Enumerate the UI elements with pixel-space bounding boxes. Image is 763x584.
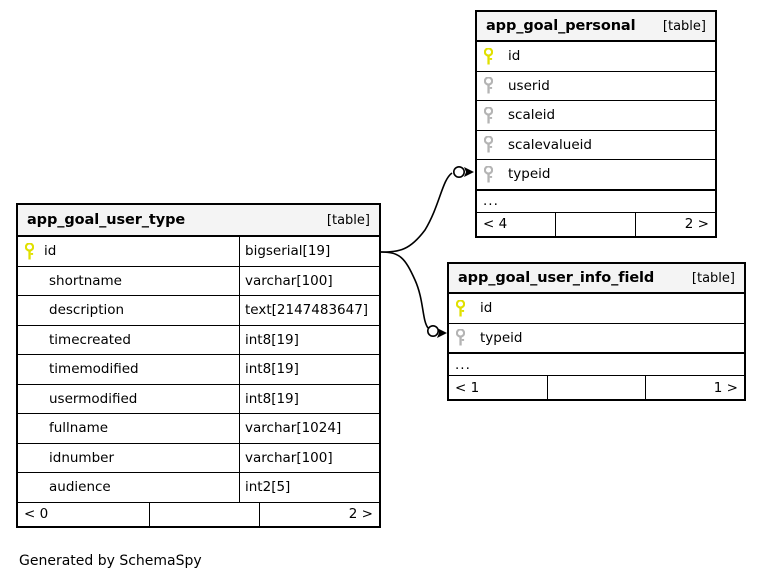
column-name: audience (49, 479, 111, 496)
table-title: app_goal_user_info_field (458, 270, 655, 286)
table-header: app_goal_user_type [table] (18, 205, 379, 237)
table-row[interactable]: scaleid (477, 101, 715, 131)
generated-by-label: Generated by SchemaSpy (19, 553, 202, 569)
column-type: int2[5] (245, 479, 291, 496)
incoming-relations-count: < 4 (477, 212, 557, 236)
table-footer: < 1 1 > (449, 376, 744, 399)
table-row[interactable]: id (449, 294, 744, 324)
footer-middle-cell (548, 376, 646, 399)
table-kind-label: [table] (691, 270, 735, 286)
column-type: int8[19] (245, 331, 299, 348)
foreign-key-icon (484, 106, 503, 124)
table-header: app_goal_personal [table] (477, 12, 715, 42)
column-type: varchar[100] (245, 449, 333, 466)
foreign-key-icon (484, 77, 503, 94)
footer-middle-cell (556, 212, 636, 236)
relationship-line-app_goal_user_info_field (380, 251, 447, 338)
column-name: id (480, 300, 493, 317)
table-row[interactable]: usermodified int8[19] (18, 384, 379, 414)
column-name: fullname (49, 420, 109, 437)
column-name: timecreated (49, 331, 131, 348)
table-row[interactable]: timecreated int8[19] (18, 325, 379, 355)
crowsfoot-circle (426, 324, 439, 337)
incoming-relations-count: < 1 (449, 376, 548, 399)
table-title: app_goal_personal (486, 18, 636, 34)
arrowhead (464, 167, 474, 177)
primary-key-icon (25, 242, 44, 260)
table-kind-label: [table] (662, 18, 706, 34)
column-name: id (44, 243, 57, 260)
incoming-relations-count: < 0 (18, 502, 150, 526)
column-name: shortname (49, 272, 122, 289)
table-row[interactable]: audience int2[5] (18, 473, 379, 503)
table-row[interactable]: fullname varchar[1024] (18, 414, 379, 444)
column-name-cell: description (18, 296, 240, 325)
column-name-cell: id (18, 237, 240, 266)
table-footer: < 0 2 > (18, 502, 379, 526)
table-row[interactable]: idnumber varchar[100] (18, 443, 379, 473)
outgoing-relations-count: 2 > (684, 216, 709, 232)
column-type: int8[19] (245, 361, 299, 378)
table-title: app_goal_user_type (27, 212, 186, 228)
primary-key-icon (484, 47, 503, 65)
table-row[interactable]: id bigserial[19] (18, 237, 379, 267)
table-app_goal_personal[interactable]: app_goal_personal [table] id (475, 10, 717, 238)
column-name-cell: fullname (18, 414, 240, 443)
more-columns-indicator: ... (449, 353, 744, 376)
column-name-cell: scalevalueid (477, 131, 715, 160)
footer-middle-cell (150, 502, 260, 526)
column-name: usermodified (49, 390, 138, 407)
column-type: int8[19] (245, 390, 299, 407)
table-row[interactable]: userid (477, 72, 715, 101)
table-app_goal_user_info_field[interactable]: app_goal_user_info_field [table] id (447, 262, 746, 401)
table-app_goal_user_type[interactable]: app_goal_user_type [table] id bigserial[… (16, 203, 381, 528)
arrowhead (437, 328, 447, 338)
foreign-key-icon (456, 329, 475, 346)
table-header: app_goal_user_info_field [table] (449, 264, 744, 294)
column-name: typeid (508, 166, 551, 183)
column-name-cell: userid (477, 72, 715, 101)
column-name: idnumber (49, 449, 115, 466)
column-name-cell: scaleid (477, 101, 715, 130)
column-name: userid (508, 77, 550, 94)
foreign-key-icon (484, 136, 503, 153)
outgoing-relations-count: 1 > (713, 379, 738, 396)
table-row[interactable]: shortname varchar[100] (18, 266, 379, 296)
column-name-cell: audience (18, 473, 240, 502)
table-row[interactable]: typeid (449, 324, 744, 353)
column-name-cell: typeid (449, 324, 744, 353)
foreign-key-icon (484, 165, 503, 183)
outgoing-relations-count: 2 > (348, 506, 373, 522)
table-row[interactable]: id (477, 42, 715, 72)
table-row[interactable]: timemodified int8[19] (18, 355, 379, 385)
column-name: scalevalueid (508, 136, 592, 153)
primary-key-icon (456, 299, 475, 317)
column-name-cell: timecreated (18, 325, 240, 354)
column-type: varchar[1024] (245, 420, 342, 437)
column-name-cell: id (477, 42, 715, 71)
column-name: typeid (480, 329, 523, 346)
column-name-cell: timemodified (18, 355, 240, 384)
column-type: text[2147483647] (245, 302, 369, 319)
column-name: timemodified (49, 361, 139, 378)
crowsfoot-circle (452, 166, 465, 179)
column-type: varchar[100] (245, 272, 333, 289)
column-name-cell: idnumber (18, 443, 240, 472)
column-name-cell: shortname (18, 266, 240, 295)
column-name: id (508, 48, 521, 65)
column-type: bigserial[19] (245, 243, 331, 260)
table-row[interactable]: scalevalueid (477, 131, 715, 160)
column-name: description (49, 302, 125, 319)
column-name-cell: typeid (477, 160, 715, 189)
table-footer: < 4 2 > (477, 212, 715, 236)
relationship-line-app_goal_personal (380, 166, 474, 253)
column-name-cell: usermodified (18, 384, 240, 413)
more-columns-indicator: ... (477, 189, 715, 213)
table-kind-label: [table] (326, 212, 370, 228)
column-name: scaleid (508, 107, 556, 124)
column-name-cell: id (449, 294, 744, 323)
table-row[interactable]: typeid (477, 160, 715, 190)
table-row[interactable]: description text[2147483647] (18, 296, 379, 326)
